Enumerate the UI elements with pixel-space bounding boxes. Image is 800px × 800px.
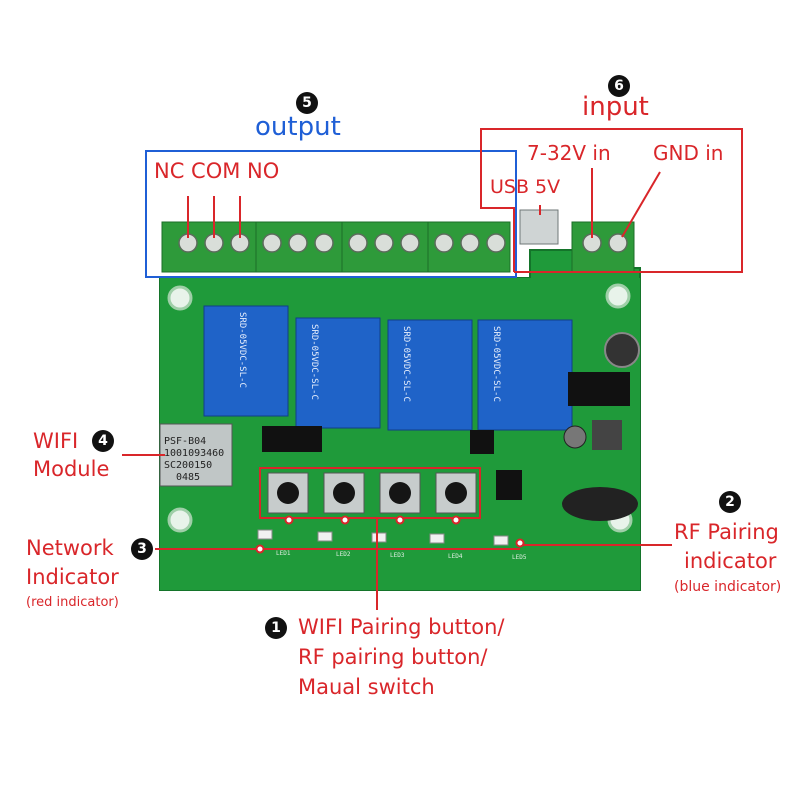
usb-port [519, 209, 559, 245]
network-number-badge: 3 [131, 538, 153, 560]
input-title: input [582, 92, 649, 122]
output-title: output [255, 112, 341, 142]
rf-pairing-label-line1: RF Pairing [674, 520, 779, 544]
output-terminals [161, 221, 511, 273]
rf-pairing-note: (blue indicator) [674, 579, 782, 595]
wifi-module-text: PSF-B04 [164, 436, 206, 447]
wifi-module-label-line2: Module [33, 457, 110, 481]
input-terminal [571, 221, 635, 273]
button-highlight [259, 467, 481, 519]
leds [257, 529, 509, 546]
output-number-badge: 5 [296, 92, 318, 114]
mounting-holes [167, 283, 633, 533]
input-voltage-label: 7-32V in [527, 141, 611, 165]
input-frame [480, 128, 743, 273]
led-label: LED4 [448, 553, 463, 560]
buttons-label-line1: WIFI Pairing button/ [298, 615, 505, 639]
rf-pairing-label-line2: indicator [684, 549, 777, 573]
output-pin-labels: NC COM NO [154, 159, 280, 183]
network-label-line2: Indicator [26, 565, 119, 589]
relays [203, 305, 573, 431]
relay-label: SRD-05VDC-SL-C [401, 326, 411, 402]
relay-label: SRD-05VDC-SL-C [491, 326, 501, 402]
led-label: LED5 [512, 554, 527, 561]
led-label: LED1 [276, 550, 291, 557]
buttons-label-line2: RF pairing button/ [298, 645, 488, 669]
wifi-module-label-line1: WIFI [33, 429, 79, 453]
wifi-module-number-badge: 4 [92, 430, 114, 452]
led-label: LED3 [390, 552, 405, 559]
input-number-badge: 6 [608, 75, 630, 97]
wifi-module-text: 1001093460 [164, 448, 224, 459]
relay-label: SRD-05VDC-SL-C [237, 312, 247, 388]
wifi-module-text: SC200150 [164, 460, 212, 471]
usb-label: USB 5V [490, 176, 561, 198]
wifi-module-text: 0485 [176, 472, 200, 483]
wifi-module [159, 423, 233, 487]
output-frame [145, 150, 517, 278]
led-label: LED2 [336, 551, 351, 558]
network-label-line1: Network [26, 536, 114, 560]
input-gnd-label: GND in [653, 141, 724, 165]
rf-pairing-number-badge: 2 [719, 491, 741, 513]
network-note: (red indicator) [26, 595, 119, 610]
buttons-number-badge: 1 [265, 617, 287, 639]
electrolytic-capacitor [604, 332, 640, 368]
relay-label: SRD-05VDC-SL-C [309, 324, 319, 400]
buttons-label-line3: Maual switch [298, 675, 435, 699]
tactile-buttons [267, 472, 477, 514]
